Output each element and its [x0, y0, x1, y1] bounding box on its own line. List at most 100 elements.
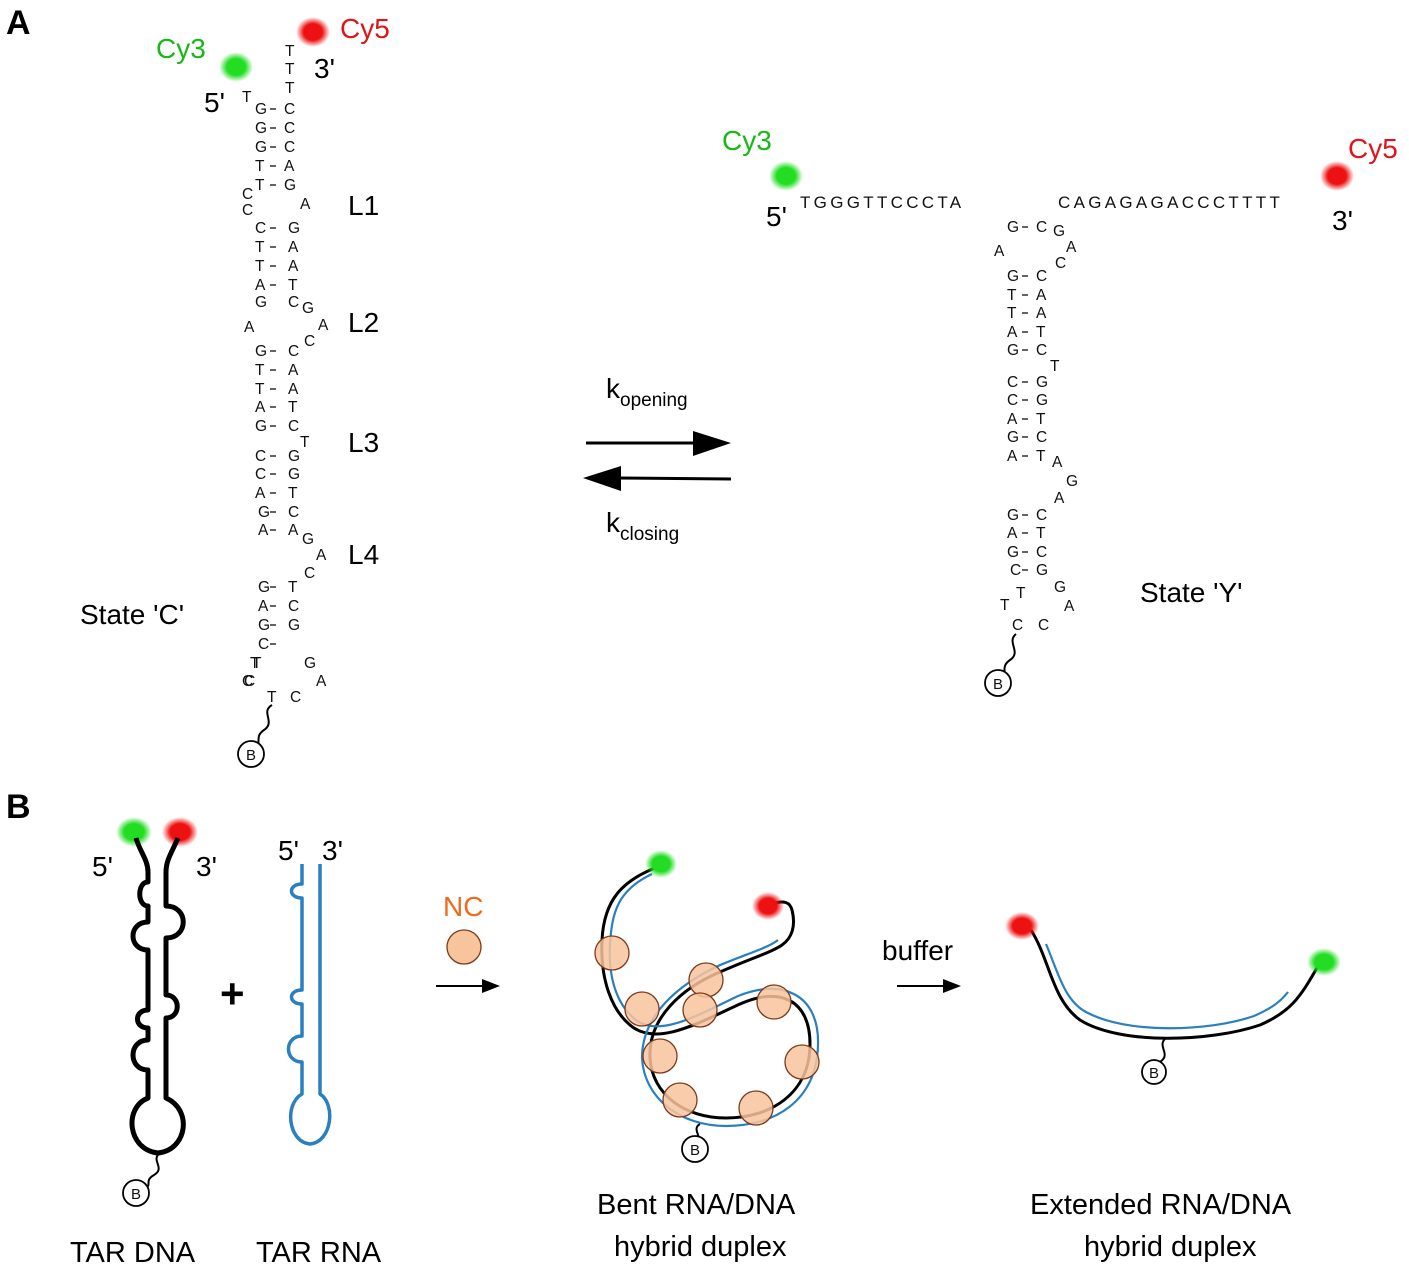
state-y-right-nt: G	[1036, 374, 1048, 391]
loop-label-l4: L4	[348, 539, 379, 570]
state-c-left-nt: A	[258, 598, 269, 615]
cy3-label-state-c: Cy3	[156, 33, 206, 64]
biotin-circle-tar-dna	[122, 1179, 150, 1207]
state-c-right-nt: C	[288, 418, 299, 435]
nc-bead	[688, 962, 724, 998]
state-y-left-nt: C	[1007, 392, 1018, 409]
nc-bead	[642, 1038, 678, 1074]
biotin-linker-state-y	[1001, 633, 1017, 677]
extended-label-line1: Extended RNA/DNA	[1030, 1189, 1292, 1221]
plus-sign: +	[220, 970, 245, 1017]
state-c-tail-nt: T	[285, 61, 295, 78]
state-c-left-nt: A	[255, 277, 266, 294]
state-y-right-nt: G	[1053, 223, 1065, 240]
nc-label: NC	[443, 891, 483, 922]
nc-bead	[624, 991, 660, 1027]
state-c-right-nt: T	[288, 399, 298, 416]
biotin-label-state-y: B	[993, 676, 1003, 693]
state-c-overhang-nt: T	[242, 89, 252, 106]
tar-rna-hairpin	[286, 864, 332, 1146]
state-y-right-nt: A	[1036, 305, 1047, 322]
k-opening-label: kopening	[606, 373, 688, 411]
state-y-right-nt: G	[1036, 562, 1048, 579]
state-y-left-nt: G	[1007, 429, 1019, 446]
state-c-tail-nt: T	[285, 43, 295, 60]
state-c-left-nt: G	[258, 504, 270, 521]
state-c-right-nt: A	[316, 547, 327, 564]
tar-rna-label: TAR RNA	[256, 1237, 382, 1268]
state-c-right-nt: C	[284, 120, 295, 137]
panel-b-label: B	[6, 788, 31, 826]
cy5-label-state-c: Cy5	[340, 13, 390, 44]
cy3-dye-extended	[1307, 948, 1341, 976]
nc-bead-group	[594, 935, 820, 1126]
nc-bead	[662, 1082, 698, 1118]
nc-bead	[784, 1044, 820, 1080]
state-c-hairpin: TTTTGGGTTCCCTTAGAGTTAGCCAGAGAGCTCCCCAGAG…	[242, 43, 329, 706]
state-c-left-nt: T	[255, 258, 265, 275]
state-y-right-nt: G	[1036, 392, 1048, 409]
extended-rna-strand	[1044, 943, 1289, 1030]
five-prime-tar-dna: 5'	[92, 851, 113, 882]
state-y-left-nt: G	[1007, 544, 1019, 561]
state-c-right-nt: G	[288, 617, 300, 634]
state-c-right-nt: G	[288, 466, 300, 483]
three-prime-state-y: 3'	[1332, 205, 1353, 236]
state-c-loop-nt: T	[252, 655, 262, 672]
state-c-right-nt: T	[288, 277, 298, 294]
state-y-right-nt: A	[1066, 239, 1077, 256]
state-y-five-arm: TGGGTTCCCTA	[800, 193, 964, 212]
state-c-left-nt: A	[244, 319, 255, 336]
state-c-right-nt: T	[288, 485, 298, 502]
state-c-left-nt: C	[255, 448, 266, 465]
state-y-left-nt: G	[1007, 268, 1019, 285]
bent-rna-strand	[608, 873, 820, 1128]
state-c-tail-nt: T	[285, 80, 295, 97]
biotin-linker-tar-dna	[145, 1152, 161, 1189]
state-c-left-nt: G	[258, 579, 270, 596]
state-y-left-nt: A	[994, 243, 1005, 260]
state-c-right-nt: C	[304, 333, 315, 350]
state-c-right-nt: G	[302, 300, 314, 317]
state-y-right-nt: G	[1054, 579, 1066, 596]
cy5-label-state-y: Cy5	[1348, 133, 1398, 164]
state-y-left-nt: G	[1007, 219, 1019, 236]
state-y-right-nt: C	[1036, 429, 1047, 446]
forward-arrow-head	[693, 431, 731, 456]
cy5-dye-state-y	[1320, 161, 1354, 191]
state-c-right-nt: G	[302, 531, 314, 548]
state-c-right-nt: C	[288, 294, 299, 311]
state-y-right-nt: T	[1036, 411, 1046, 428]
state-c-loop-nt: C	[290, 689, 301, 706]
state-y-right-nt: T	[1036, 525, 1046, 542]
extended-label-line2: hybrid duplex	[1084, 1231, 1257, 1263]
state-y-right-nt: G	[1066, 473, 1078, 490]
nc-arrow-head	[482, 979, 500, 993]
state-c-loop-nt: G	[304, 655, 316, 672]
biotin-label-tar-dna: B	[131, 1186, 141, 1203]
state-c-right-nt: T	[300, 434, 310, 451]
state-c-right-nt: A	[288, 258, 299, 275]
biotin-label-extended: B	[1149, 1065, 1159, 1082]
nc-bead	[738, 1090, 774, 1126]
nc-protein-icon	[446, 929, 482, 965]
state-y-loop-nt: C	[1038, 617, 1049, 634]
state-y-label: State 'Y'	[1140, 577, 1243, 608]
state-c-left-nt: A	[255, 485, 266, 502]
state-c-left-nt: A	[258, 522, 269, 539]
state-c-right-nt: C	[284, 101, 295, 118]
state-y-left-nt: T	[1000, 597, 1010, 614]
state-c-right-nt: A	[288, 381, 299, 398]
state-c-left-nt: A	[255, 399, 266, 416]
state-y-left-nt: C	[1012, 617, 1023, 634]
state-c-right-nt: G	[288, 220, 300, 237]
cy3-label-state-y: Cy3	[722, 125, 772, 156]
state-y-right-nt: C	[1036, 342, 1047, 359]
state-y-left-nt: C	[1010, 562, 1021, 579]
state-c-left-nt: C	[242, 202, 253, 219]
state-c-left-nt: G	[255, 294, 267, 311]
three-prime-tar-dna: 3'	[196, 851, 217, 882]
state-c-right-nt: A	[288, 239, 299, 256]
state-c-label: State 'C'	[80, 599, 184, 630]
